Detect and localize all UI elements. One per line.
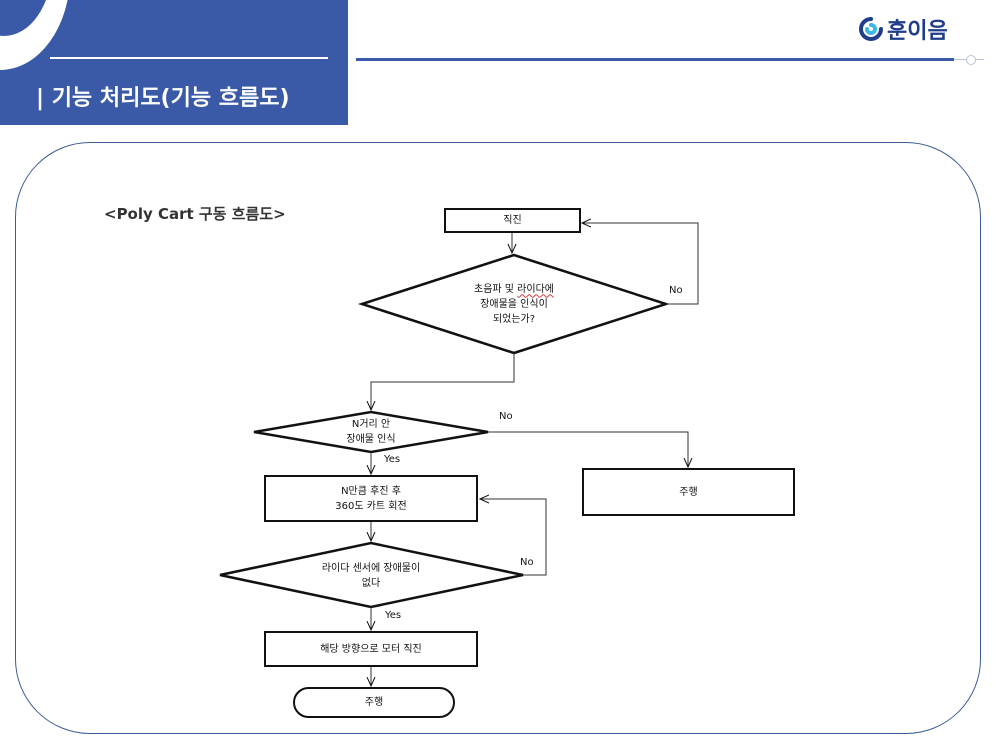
label-decision1-no: No [669, 285, 683, 296]
top-rule-dot [966, 55, 976, 65]
arrow-decision1-no-loop [582, 223, 699, 305]
decision1-line2: 장애물을 인식이 [480, 298, 548, 310]
logo-mark-icon [859, 17, 883, 41]
label-decision2-no: No [499, 411, 513, 422]
decision3-line1: 라이다 센서에 장애물이 [321, 563, 421, 574]
header-divider [50, 57, 328, 59]
brand-logo: 훈이음 [858, 12, 948, 46]
label-decision3-yes: Yes [385, 610, 402, 621]
decision1-line1-prefix: 초음파 및 [474, 283, 518, 295]
diagram-subtitle: <Poly Cart 구동 흐름도> [104, 205, 286, 223]
header-banner: | 기능 처리도(기능 흐름도) [0, 0, 348, 125]
process-drive-right-label: 주행 [679, 486, 698, 498]
process-motor-straight: 해당 방향으로 모터 직진 [264, 631, 478, 667]
logo-text: 훈이음 [887, 19, 948, 44]
decision-obstacle-detected-text: 초음파 및 라이다에 장애물을 인식이 되었는가? [420, 280, 608, 328]
process-straight-label: 직진 [503, 215, 522, 226]
terminator-drive-text: 주행 [294, 688, 454, 717]
process-straight: 직진 [444, 208, 581, 233]
decision-lidar-clear-text: 라이다 센서에 장애물이 없다 [290, 560, 452, 592]
page-title: | 기능 처리도(기능 흐름도) [36, 86, 290, 111]
decision2-line2: 장애물 인식 [346, 434, 396, 445]
decision-n-distance-text: N거리 안 장애물 인식 [316, 416, 426, 448]
arrow-decision1-yes-to-decision2 [371, 353, 515, 410]
arrow-decision3-no-loop [480, 499, 547, 576]
content-panel [15, 142, 981, 734]
process-motor-straight-label: 해당 방향으로 모터 직진 [320, 643, 422, 655]
terminator-drive-label: 주행 [364, 697, 384, 708]
process-drive-right: 주행 [582, 468, 795, 516]
process-reverse-rotate: N만큼 후진 후 360도 카트 회전 [264, 475, 478, 522]
top-rule [356, 58, 954, 61]
reverse-line1: N만큼 후진 후 [341, 485, 401, 497]
terminator-drive-shape [293, 687, 455, 718]
decision1-line1: 초음파 및 라이다에 [474, 282, 554, 297]
decision1-line1-underlined: 라이다에 [517, 283, 554, 295]
reverse-line2: 360도 카트 회전 [335, 500, 407, 512]
decision3-line2: 없다 [361, 578, 381, 589]
decision2-line1: N거리 안 [351, 419, 391, 430]
arrow-decision2-no-to-drive [488, 431, 688, 467]
decision1-line3: 되었는가? [492, 313, 536, 325]
label-decision3-no: No [520, 557, 534, 568]
label-decision2-yes: Yes [384, 454, 401, 465]
